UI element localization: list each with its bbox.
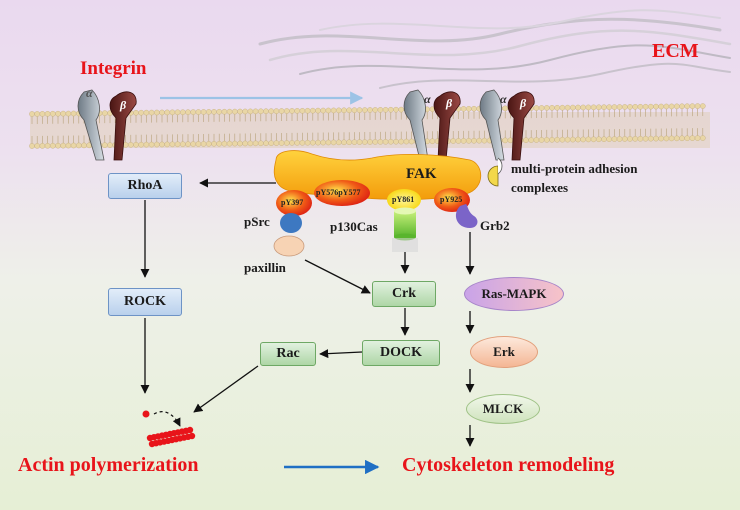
mlck-node: MLCK xyxy=(466,394,540,424)
actin-monomer-icon xyxy=(142,410,150,418)
p130cas-label: p130Cas xyxy=(330,219,378,234)
py397-label: pY397 xyxy=(281,198,304,207)
beta-subunit-label-right: β xyxy=(520,96,527,110)
integrin-label: Integrin xyxy=(80,58,147,79)
rock-node: ROCK xyxy=(108,288,182,316)
dock-node: DOCK xyxy=(362,340,440,366)
grb2-label: Grb2 xyxy=(480,218,510,233)
integrin-receptor-right xyxy=(479,89,535,161)
ecm-fibers xyxy=(258,9,732,89)
py576-py577-label: pY576pY577 xyxy=(316,188,361,197)
py397-site-icon xyxy=(276,190,312,216)
fak-label: FAK xyxy=(406,166,437,182)
py925-label: pY925 xyxy=(440,195,463,204)
erk-node: Erk xyxy=(470,336,538,368)
paxillin-protein-icon xyxy=(273,235,305,257)
beta-subunit-label-left: β xyxy=(120,98,127,112)
integrin-receptor-middle xyxy=(403,89,461,161)
rac-node: Rac xyxy=(260,342,316,366)
psrc-label: pSrc xyxy=(244,214,270,229)
rhoa-node: RhoA xyxy=(108,173,182,199)
actin-filament-icon xyxy=(146,426,196,448)
integrin-receptor-left xyxy=(77,89,137,161)
grb2-protein-icon xyxy=(455,204,478,228)
py576-site-icon xyxy=(314,180,370,206)
alpha-subunit-label-left: α xyxy=(86,86,93,100)
adhesion-complex-label-line2: complexes xyxy=(511,180,569,195)
alpha-subunit-label-middle: α xyxy=(424,92,431,106)
pathway-arrows xyxy=(140,178,475,447)
psrc-protein-icon xyxy=(280,213,302,233)
py861-site-icon xyxy=(387,189,421,211)
cell-membrane xyxy=(29,103,710,149)
actin-assembly-arrow xyxy=(153,411,181,427)
ecm-label: ECM xyxy=(652,40,699,62)
beta-subunit-label-middle: β xyxy=(446,96,453,110)
actin-polymerization-label: Actin polymerization xyxy=(18,454,199,476)
adhesion-complex-cap-icon xyxy=(497,157,503,175)
p130cas-protein-icon xyxy=(392,207,418,252)
adhesion-complex-label-line1: multi-protein adhesion xyxy=(511,161,638,176)
paxillin-label: paxillin xyxy=(244,260,286,275)
adhesion-complex-icon xyxy=(487,165,499,187)
cytoskeleton-remodeling-label: Cytoskeleton remodeling xyxy=(402,454,615,476)
crk-node: Crk xyxy=(372,281,436,307)
py861-label: pY861 xyxy=(392,195,415,204)
ras-mapk-node: Ras-MAPK xyxy=(464,277,564,311)
alpha-subunit-label-right: α xyxy=(500,92,507,106)
